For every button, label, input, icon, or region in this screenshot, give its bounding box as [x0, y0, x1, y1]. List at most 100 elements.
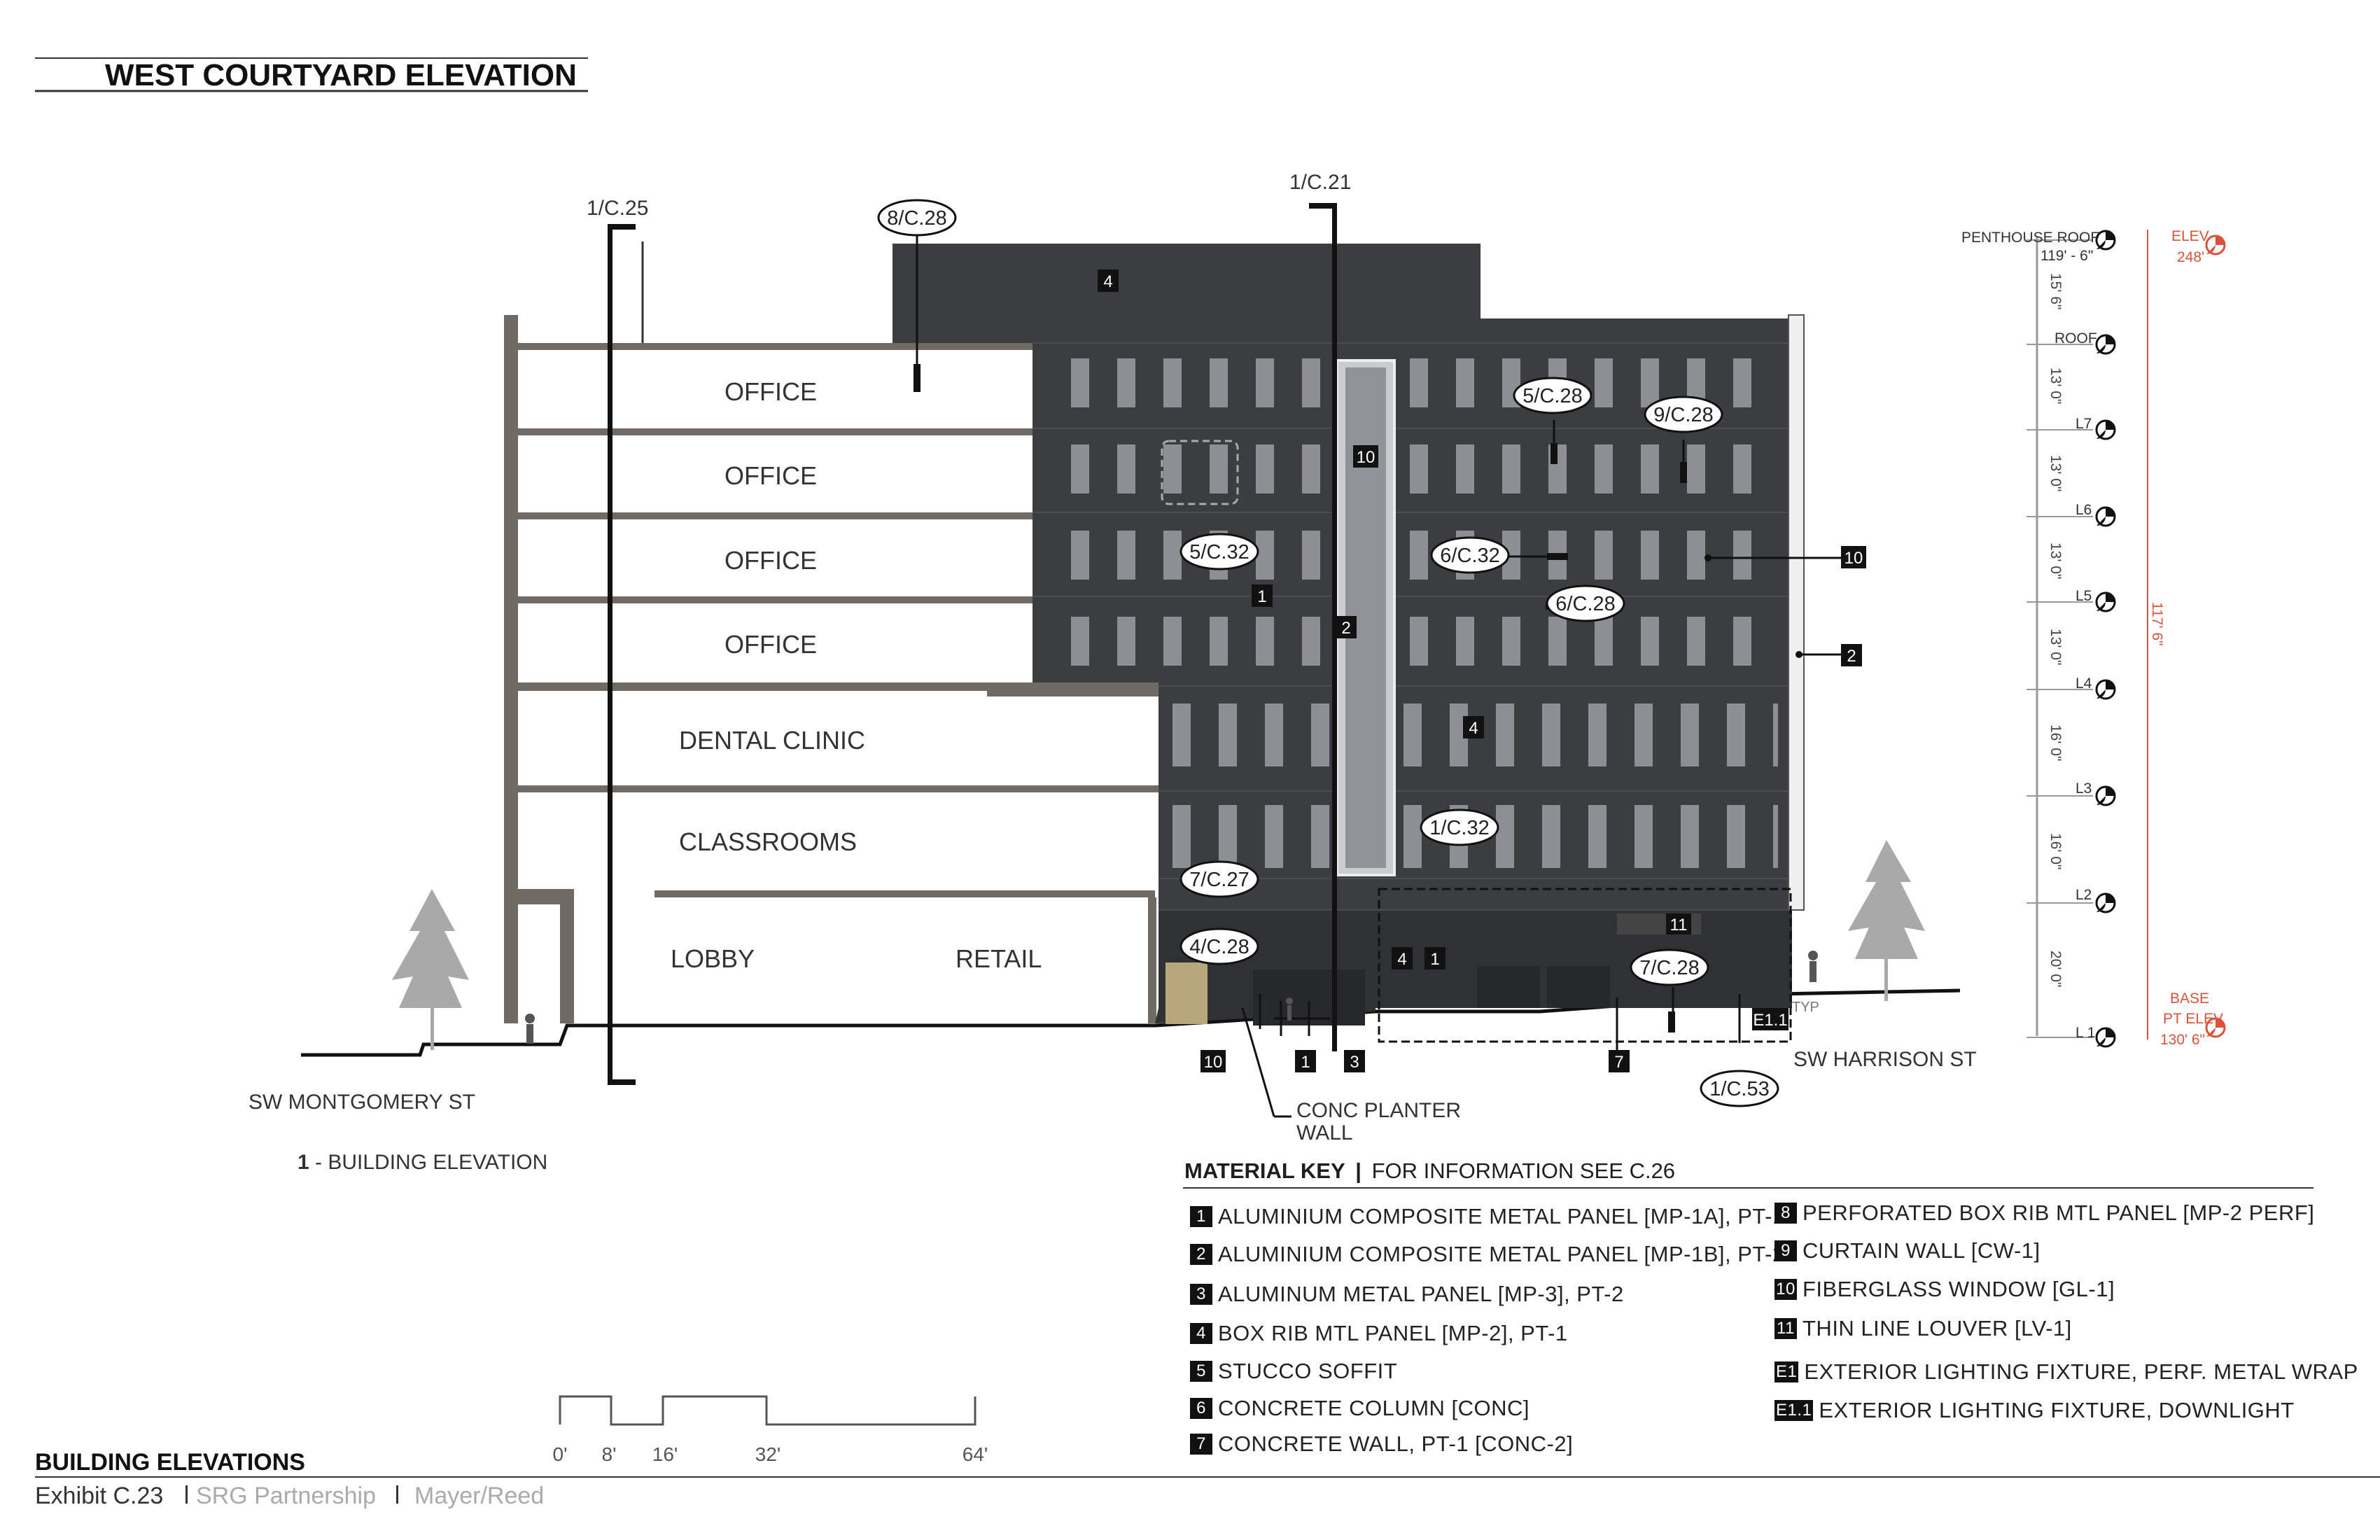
material-number: 8: [1774, 1203, 1797, 1224]
section-cut: [504, 241, 1162, 1023]
material-key-item: E1 EXTERIOR LIGHTING FIXTURE, PERF. META…: [1774, 1358, 2358, 1386]
material-number: E1.1: [1774, 1400, 1814, 1421]
material-key-subtitle: FOR INFORMATION SEE C.26: [1371, 1158, 1676, 1183]
planter-note: WALL: [1296, 1121, 1353, 1144]
material-key-heading: MATERIAL KEY | FOR INFORMATION SEE C.26: [1184, 1158, 1675, 1184]
detail-box: [1378, 888, 1792, 1043]
level-target-icon: [2095, 892, 2116, 913]
material-text: FIBERGLASS WINDOW [GL-1]: [1802, 1277, 2115, 1301]
callout-label: 6/C.28: [1555, 593, 1615, 615]
callout-label: 8/C.28: [887, 207, 946, 230]
level-target-icon: [2095, 1027, 2116, 1048]
room-label: OFFICE: [724, 630, 817, 659]
scale-tick: 64': [962, 1443, 988, 1465]
footer-firm: SRG Partnership: [196, 1483, 376, 1509]
material-number: E1: [1774, 1362, 1799, 1382]
level-name: L5: [2076, 588, 2092, 604]
street-label-right: SW HARRISON ST: [1793, 1048, 1977, 1071]
material-number: 11: [1774, 1318, 1797, 1339]
level-target-icon: [2095, 506, 2116, 527]
material-key-item: 5 STUCCO SOFFIT: [1190, 1357, 1397, 1385]
material-key-item: E1.1 EXTERIOR LIGHTING FIXTURE, DOWNLIGH…: [1774, 1396, 2295, 1424]
level-dim: 15' 6": [2047, 273, 2064, 309]
material-tag: 11: [1670, 916, 1688, 934]
room-label: DENTAL CLINIC: [679, 726, 865, 755]
room-label: OFFICE: [724, 461, 817, 490]
street-label-left: SW MONTGOMERY ST: [248, 1091, 475, 1114]
level-target-icon: [2095, 230, 2116, 251]
room-label: OFFICE: [724, 546, 817, 575]
level-name: L7: [2076, 416, 2092, 432]
level-target-icon: [2205, 234, 2226, 255]
material-number: 10: [1774, 1279, 1797, 1300]
material-tag: 4: [1469, 719, 1478, 738]
footer-firm: Mayer/Reed: [414, 1483, 544, 1509]
material-number: 1: [1190, 1206, 1212, 1227]
material-key-item: 11 THIN LINE LOUVER [LV-1]: [1774, 1315, 2072, 1343]
callout-label: 4/C.28: [1189, 936, 1249, 958]
level-target-icon: [2095, 419, 2116, 440]
level-name: L4: [2076, 676, 2092, 692]
material-tag: 3: [1350, 1053, 1359, 1072]
callout-label: 7/C.27: [1189, 869, 1249, 891]
material-key-item: 9 CURTAIN WALL [CW-1]: [1774, 1237, 2040, 1265]
material-text: ALUMINIUM COMPOSITE METAL PANEL [MP-1B],…: [1218, 1242, 1785, 1266]
material-text: ALUMINIUM COMPOSITE METAL PANEL [MP-1A],…: [1218, 1204, 1785, 1228]
material-number: 6: [1190, 1398, 1212, 1419]
elev-label: ELEV: [2171, 228, 2209, 244]
level-target-icon: [2205, 1017, 2226, 1038]
material-tag: 7: [1614, 1053, 1623, 1072]
material-key-divider: |: [1355, 1158, 1362, 1183]
level-dim: 20' 0": [2047, 951, 2064, 987]
material-tag: 10: [1357, 448, 1376, 467]
scale-tick: 0': [553, 1443, 568, 1465]
material-text: THIN LINE LOUVER [LV-1]: [1802, 1316, 2072, 1340]
level-markers: [2026, 230, 2226, 1048]
material-key-item: 1 ALUMINIUM COMPOSITE METAL PANEL [MP-1A…: [1190, 1203, 1785, 1231]
level-elev: 119' - 6": [2040, 248, 2093, 264]
scale-tick: 16': [652, 1443, 678, 1465]
material-number: 4: [1190, 1323, 1212, 1344]
material-tag: 10: [1844, 549, 1863, 568]
material-text: STUCCO SOFFIT: [1218, 1359, 1398, 1383]
material-tag: 4: [1397, 950, 1406, 969]
gridline-left: [608, 225, 612, 1085]
callouts: [877, 199, 1779, 1107]
elev-value: 248': [2177, 249, 2204, 265]
typ-note: TYP: [1792, 1000, 1819, 1015]
scale-tick: 32': [755, 1443, 781, 1465]
level-dim: 13' 0": [2047, 368, 2064, 404]
level-name: L2: [2076, 887, 2092, 903]
footer-exhibit: Exhibit C.23: [35, 1483, 163, 1509]
level-name: L 1: [2076, 1025, 2095, 1041]
material-tag: 2: [1847, 647, 1856, 666]
elev-value: 130' 6": [2160, 1032, 2205, 1048]
level-dim: 13' 0": [2047, 455, 2064, 491]
elev-total: 117' 6": [2149, 602, 2165, 645]
elev-label: BASE: [2170, 990, 2209, 1007]
material-key-item: 8 PERFORATED BOX RIB MTL PANEL [MP-2 PER…: [1774, 1199, 2314, 1227]
material-number: 9: [1774, 1240, 1797, 1261]
material-key-item: 10 FIBERGLASS WINDOW [GL-1]: [1774, 1275, 2115, 1303]
callout-label: 9/C.28: [1653, 404, 1713, 426]
material-key-item: 4 BOX RIB MTL PANEL [MP-2], PT-1: [1190, 1320, 1568, 1348]
grid-ref-left: 1/C.25: [587, 197, 648, 220]
material-text: PERFORATED BOX RIB MTL PANEL [MP-2 PERF]: [1802, 1200, 2315, 1225]
level-target-icon: [2095, 592, 2116, 612]
material-tag: 2: [1341, 619, 1350, 638]
material-tag: E1.1: [1753, 1011, 1787, 1030]
material-text: BOX RIB MTL PANEL [MP-2], PT-1: [1218, 1321, 1568, 1345]
material-number: 3: [1190, 1284, 1212, 1305]
material-key-item: 6 CONCRETE COLUMN [CONC]: [1190, 1394, 1530, 1422]
callout-label: 1/C.32: [1429, 817, 1489, 839]
callout-label: 5/C.28: [1522, 385, 1582, 407]
level-name: ROOF: [2054, 330, 2097, 346]
material-key-item: 2 ALUMINIUM COMPOSITE METAL PANEL [MP-1B…: [1190, 1240, 1785, 1268]
material-number: 2: [1190, 1244, 1212, 1265]
level-target-icon: [2095, 334, 2116, 355]
gridline-center: [1332, 204, 1337, 1051]
planter-note: CONC PLANTER: [1296, 1099, 1461, 1122]
material-text: CONCRETE WALL, PT-1 [CONC-2]: [1218, 1432, 1574, 1456]
level-name: PENTHOUSE ROOF: [1961, 230, 2099, 246]
